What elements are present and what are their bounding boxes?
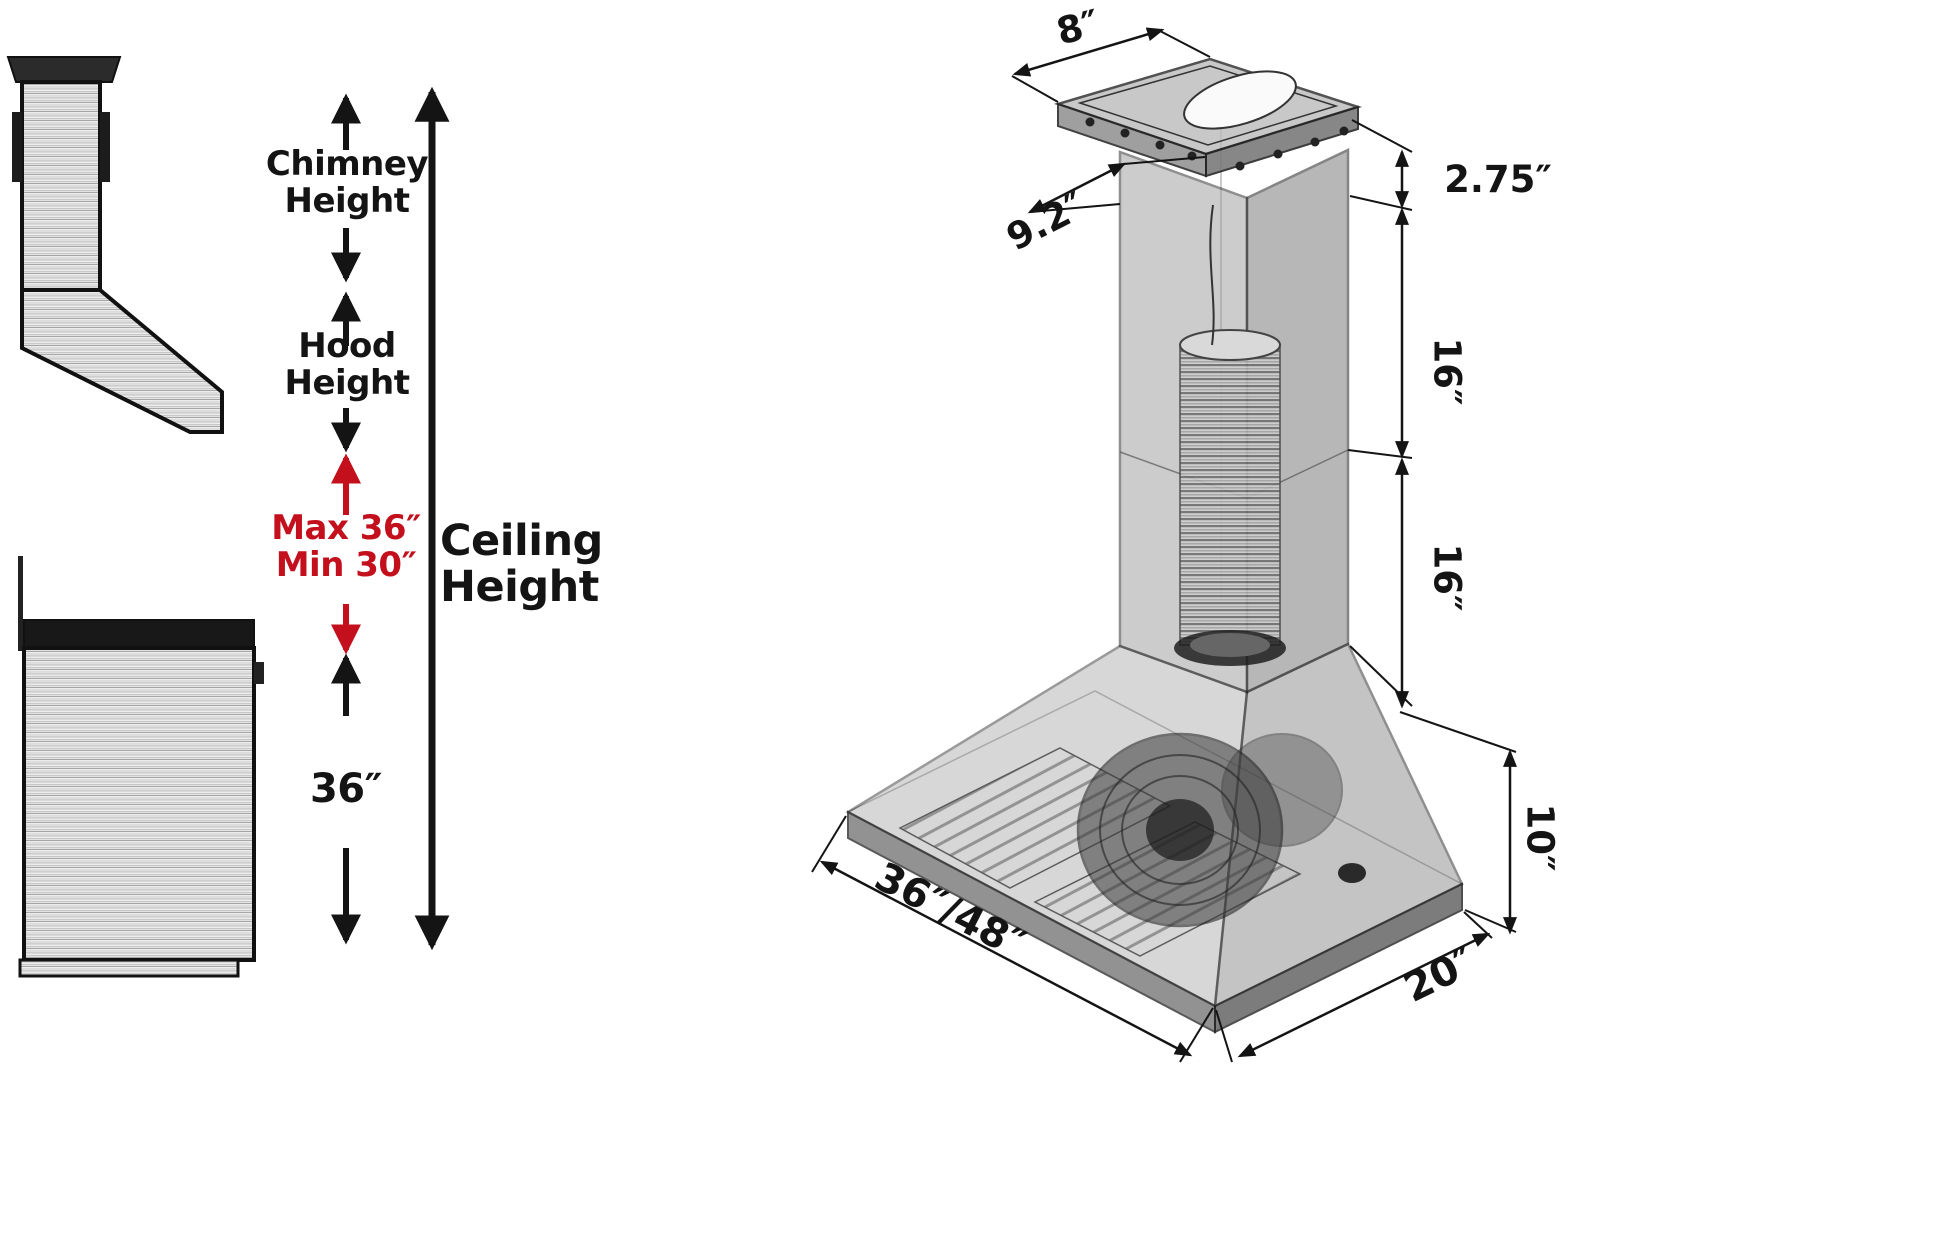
dim-label-plate-height: 2.75″: [1444, 158, 1552, 201]
ext-line: [811, 815, 847, 873]
ext-line: [1179, 1007, 1214, 1063]
left-installation-diagram: [6, 56, 450, 978]
ext-line: [1464, 909, 1517, 933]
coil-body: [1179, 344, 1281, 646]
range-illustration: [18, 556, 264, 978]
ext-line: [1029, 203, 1121, 213]
chimney-height-label: Chimney Height: [252, 146, 442, 219]
ceiling-height-line1: Ceiling: [440, 516, 603, 566]
dim-label-lower-chimney: 16″: [1425, 543, 1469, 612]
max-min-height-label: Max 36″ Min 30″: [236, 510, 456, 583]
chimney-cap: [6, 56, 122, 83]
range-knob: [254, 662, 264, 684]
range-vent-pole: [18, 556, 23, 651]
chimney-body: [20, 80, 102, 292]
ext-line: [1351, 119, 1413, 153]
coil-bottom-inner: [1190, 633, 1270, 657]
ext-line: [1399, 711, 1517, 753]
ceiling-height-line2: Height: [440, 562, 599, 613]
range-base-lip: [18, 958, 240, 978]
hood-height-line2: Height: [284, 362, 410, 403]
ext-line: [1347, 449, 1413, 459]
ext-line: [1463, 911, 1493, 939]
dim-label-upper-chimney: 16″: [1425, 337, 1469, 406]
ext-line: [1123, 156, 1206, 165]
dim-line-8in: [1012, 27, 1165, 77]
rim-knob: [1338, 863, 1366, 883]
ext-line: [1159, 30, 1211, 58]
chimney-bracket-left: [12, 112, 22, 182]
ext-line: [1349, 645, 1413, 707]
dim-line-20in: [1237, 932, 1491, 1058]
hood-height-line1: Hood: [298, 326, 396, 366]
plate-right-side: [1205, 105, 1359, 178]
hood-canopy-profile: [20, 288, 224, 434]
power-cord: [1209, 204, 1215, 346]
hood-height-label: Hood Height: [252, 328, 442, 401]
plate-inset-outline: [1077, 65, 1339, 146]
duct-hole: [1183, 70, 1297, 130]
min-height-line: Min 30″: [275, 544, 417, 585]
flex-duct-coil: [1174, 204, 1286, 666]
dim-line-36-48in: [819, 860, 1193, 1057]
blower-hub: [1146, 799, 1214, 861]
range-body: [22, 646, 256, 962]
range-control-band: [23, 619, 255, 649]
plate-bolts: [1085, 117, 1349, 171]
chimney-height-line2: Height: [284, 180, 410, 221]
max-height-line: Max 36″: [271, 508, 421, 548]
dim-label-canopy-height: 10″: [1518, 803, 1562, 872]
ceiling-height-label: Ceiling Height: [440, 518, 660, 611]
wall-hood-side-illustration: [6, 56, 224, 434]
top-mounting-plate: [1053, 57, 1363, 178]
ext-line: [1349, 195, 1413, 211]
lower-span-label: 36″: [309, 766, 383, 812]
ext-line: [1215, 1009, 1233, 1063]
chimney-height-line1: Chimney: [265, 144, 429, 184]
chimney-bracket-right: [100, 112, 110, 182]
dimension-lines: [811, 27, 1517, 1063]
dim-line-9-2in: [1027, 162, 1127, 214]
isometric-hood-drawing: [811, 27, 1517, 1063]
ext-line: [1011, 75, 1059, 103]
coil-top-opening: [1179, 329, 1281, 361]
